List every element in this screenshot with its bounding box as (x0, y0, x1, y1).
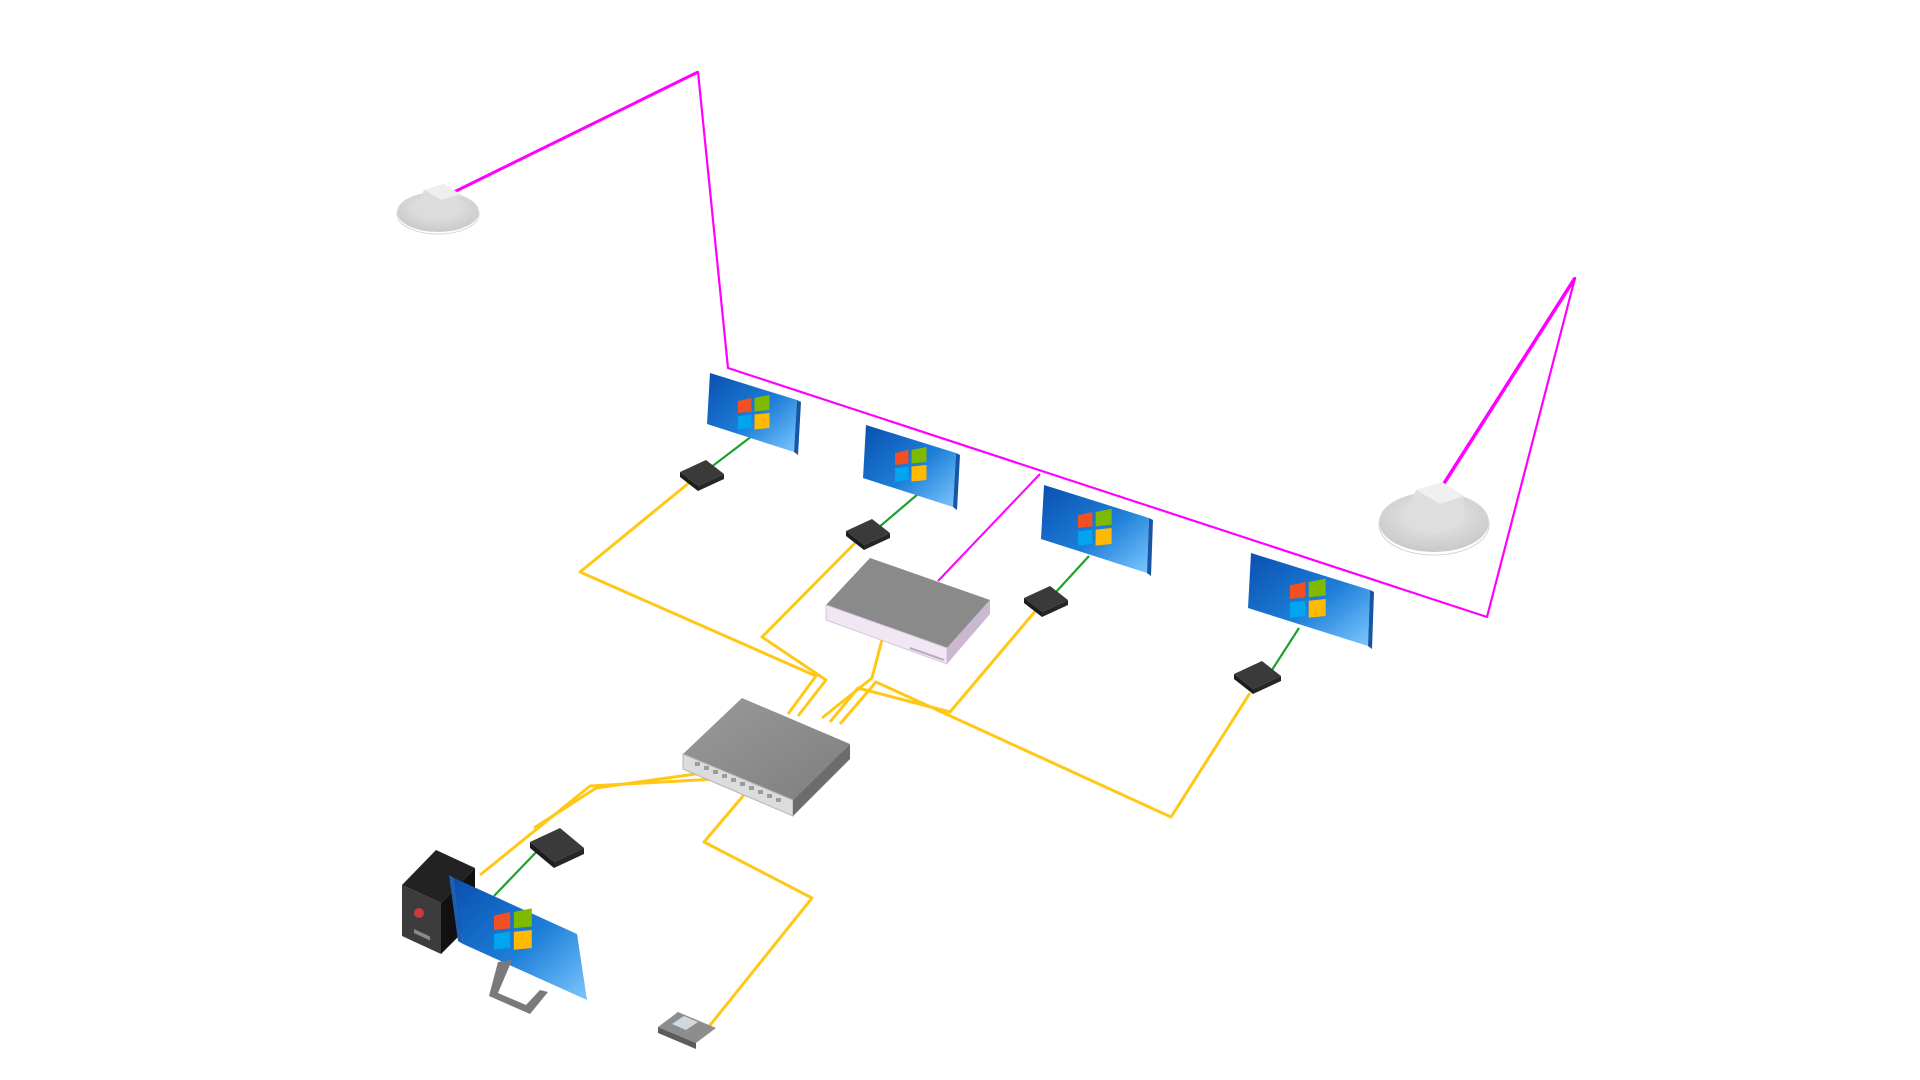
decoder-box-icon (846, 519, 890, 550)
windows-display-icon (863, 425, 960, 510)
decoder-box-icon (530, 828, 584, 868)
windows-monitor-icon (449, 875, 587, 1014)
rack-processor-icon (825, 558, 990, 665)
processor-video-link (937, 473, 1041, 582)
decoder-box-icon (680, 460, 724, 491)
cable-control-panel (702, 775, 814, 1030)
windows-display-icon (1041, 485, 1153, 576)
local-link-3 (1055, 555, 1090, 593)
network-switch-icon (682, 698, 850, 817)
speaker-left-drop (453, 70, 699, 194)
local-link-4 (1269, 627, 1300, 674)
windows-display-icon (1248, 553, 1374, 649)
local-link-5 (493, 844, 544, 897)
cable-processor (821, 627, 887, 720)
cable-decoder-2 (760, 538, 860, 717)
windows-display-icon (707, 373, 801, 455)
cable-decoder-1 (578, 480, 818, 715)
ceiling-speaker-icon (1378, 482, 1490, 556)
local-link-1 (705, 435, 753, 472)
cable-decoder-4 (838, 680, 1252, 819)
decoder-box-icon (1234, 661, 1281, 694)
decoder-box-icon (1024, 586, 1068, 617)
video-link-lines (453, 70, 1577, 619)
speaker-right-drop (1441, 277, 1577, 486)
local-link-2 (877, 493, 919, 529)
local-links (493, 435, 1300, 897)
switch-ports (695, 762, 781, 802)
ceiling-speaker-icon (396, 184, 480, 235)
cable-decoder-3 (828, 601, 1045, 723)
control-panel-icon (658, 1012, 716, 1049)
